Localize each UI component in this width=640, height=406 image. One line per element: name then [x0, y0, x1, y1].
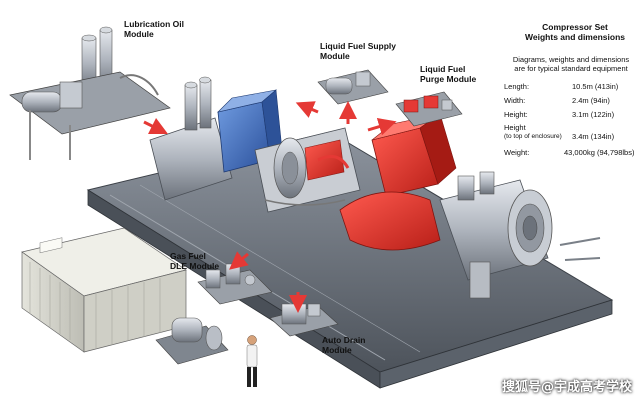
turbine-core: [254, 127, 361, 213]
spec-key: Height:: [504, 110, 528, 119]
spec-key: Height: [504, 123, 526, 132]
spec-note-line1: Diagrams, weights and dimensions: [512, 55, 630, 64]
enclosure: [21, 227, 187, 353]
lube-oil-module: [9, 26, 171, 160]
lube-oil-label-line1: Lubrication Oil: [124, 19, 184, 29]
lube-oil-label-line2: Module: [124, 29, 154, 39]
flow-arrows: [143, 101, 397, 313]
spec-value: 43,000kg (94,798lbs): [564, 148, 635, 157]
auto-drain-label: Auto Drain Module: [322, 335, 365, 355]
liquid-fuel-supply-label-line1: Liquid Fuel Supply: [320, 41, 397, 51]
liquid-fuel-purge-label-line2: Purge Module: [420, 74, 477, 84]
spec-value: 2.4m (94in): [572, 96, 610, 105]
spec-value: 3.1m (122in): [572, 110, 615, 119]
spec-title-line1: Compressor Set: [542, 22, 608, 32]
liquid-fuel-supply-label: Liquid Fuel Supply Module: [320, 41, 396, 61]
liquid-fuel-purge-label-line1: Liquid Fuel: [420, 64, 466, 74]
spec-key-sub: (to top of enclosure): [504, 133, 562, 140]
spec-note-line2: are for typical standard equipment: [514, 64, 628, 73]
liquid-fuel-supply-label-line2: Module: [320, 51, 350, 61]
auto-drain-label-line1: Auto Drain: [322, 335, 366, 345]
spec-title: Compressor Set Weights and dimensions: [520, 22, 630, 42]
driven-compressor: [439, 171, 601, 299]
spec-row-height-enclosure: Height (to top of enclosure) 3.4m (134in…: [504, 123, 636, 143]
lube-oil-label: Lubrication Oil Module: [124, 19, 184, 39]
gas-generator: [149, 76, 233, 201]
spec-value: 3.4m (134in): [572, 132, 615, 141]
spec-key: Width:: [504, 96, 526, 105]
spec-key: Weight:: [504, 148, 530, 157]
liquid-fuel-supply-module: [317, 69, 389, 105]
auto-drain-label-line2: Module: [322, 345, 352, 355]
spec-title-line2: Weights and dimensions: [525, 32, 625, 42]
gas-fuel-label-line1: Gas Fuel: [170, 251, 206, 261]
spec-key: Length:: [504, 82, 530, 91]
starter-unit: [155, 317, 229, 365]
spec-note: Diagrams, weights and dimensions are for…: [506, 55, 636, 73]
person-figure: [246, 335, 258, 387]
liquid-fuel-purge-label: Liquid Fuel Purge Module: [420, 64, 476, 84]
gas-fuel-label-line2: DLE Module: [170, 261, 220, 271]
liquid-fuel-purge-module: [395, 91, 463, 127]
spec-value: 10.5m (413in): [572, 82, 619, 91]
gas-fuel-label: Gas Fuel DLE Module: [170, 251, 219, 271]
watermark: 搜狐号@宇成高考学校: [501, 380, 632, 395]
